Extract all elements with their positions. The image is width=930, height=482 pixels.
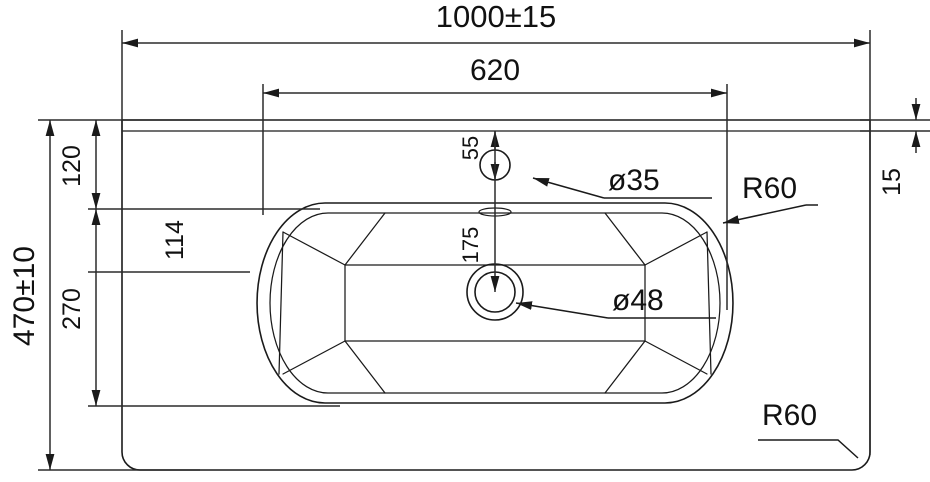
dim-overall-depth-label: 470±10 xyxy=(8,246,41,346)
callout-bowl-radius: R60 xyxy=(722,172,818,224)
dim-rim-thickness-label: 15 xyxy=(878,168,906,196)
dim-overall-depth: 470±10 xyxy=(8,120,55,470)
dim-bowl-width-label: 620 xyxy=(470,54,520,87)
dim-rim-thickness: 15 xyxy=(878,98,921,196)
dim-overall-width: 1000±15 xyxy=(122,0,870,48)
dim-back-offset: 120 xyxy=(58,120,101,209)
dim-bowl-inner-offset-label: 114 xyxy=(161,220,189,260)
dim-drain-from-back-label: 175 xyxy=(458,227,483,264)
callout-faucet-diameter-label: ø35 xyxy=(608,164,660,197)
dim-bowl-inner-offset: 114 xyxy=(161,220,189,260)
callout-drain-diameter: ø48 xyxy=(515,284,716,319)
dim-bowl-width: 620 xyxy=(263,54,727,98)
dim-back-offset-label: 120 xyxy=(58,145,86,187)
dim-bowl-depth-zone: 270 xyxy=(58,209,101,406)
callout-countertop-radius: R60 xyxy=(758,399,859,459)
callout-bowl-radius-label: R60 xyxy=(742,172,797,205)
dim-faucet-from-back: 55 xyxy=(458,131,500,180)
callout-drain-diameter-label: ø48 xyxy=(612,284,664,317)
dim-drain-from-back: 175 xyxy=(458,131,500,292)
extension-lines xyxy=(38,30,930,471)
basin-bowl-outline xyxy=(256,202,734,404)
dim-faucet-from-back-label: 55 xyxy=(458,136,483,160)
dim-bowl-depth-zone-label: 270 xyxy=(58,288,86,330)
dim-overall-width-label: 1000±15 xyxy=(436,0,556,34)
callout-faucet-diameter: ø35 xyxy=(532,164,712,199)
callout-countertop-radius-label: R60 xyxy=(762,399,817,432)
